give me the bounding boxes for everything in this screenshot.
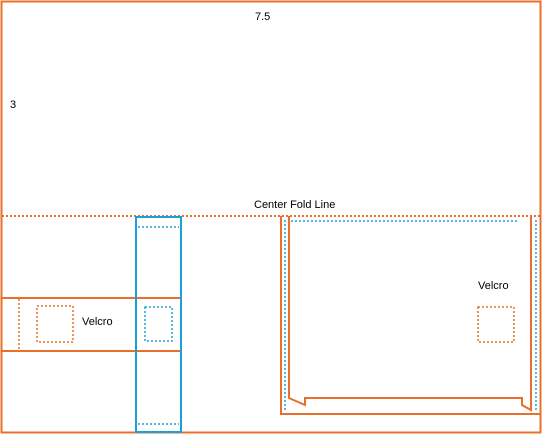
height-dimension-label: 3 [10,99,16,111]
strap-velcro-patch [144,306,173,342]
velcro-label-right: Velcro [478,280,509,292]
fold-line-label: Center Fold Line [254,199,335,211]
velcro-patch-left [36,305,74,343]
velcro-patch-right [477,306,515,343]
width-dimension-label: 7.5 [255,11,270,23]
right-pocket-outline [280,216,540,415]
velcro-label-left: Velcro [82,316,113,328]
right-pocket-inner-outline [288,216,532,412]
strap-outline [135,216,182,433]
